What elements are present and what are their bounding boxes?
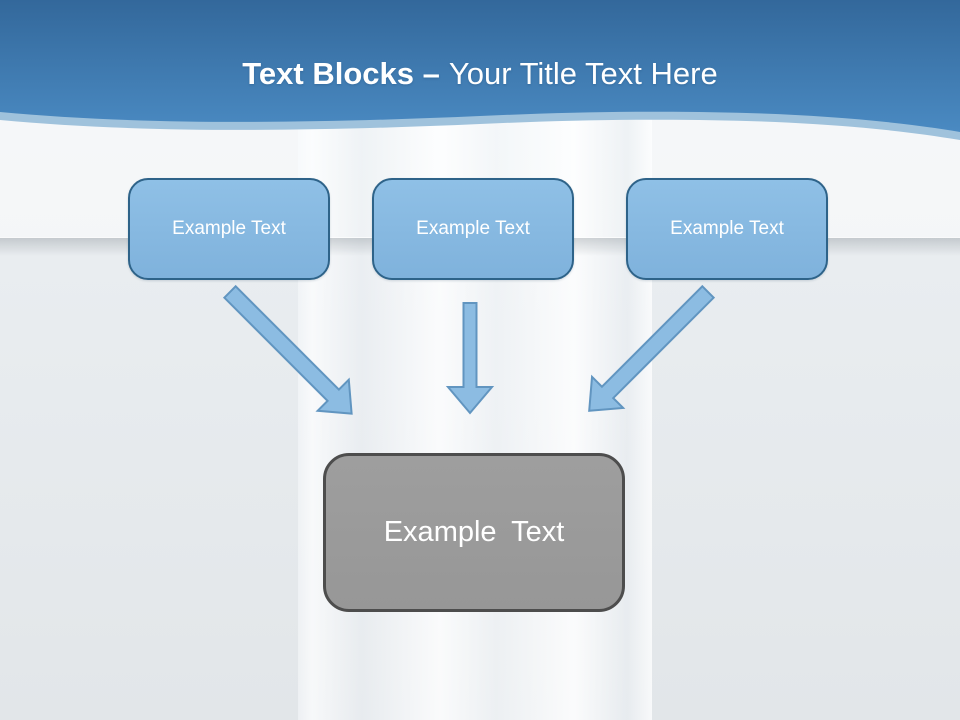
header-wave-main <box>0 0 960 132</box>
slide-title-light: Your Title Text Here <box>448 56 718 91</box>
source-box-2[interactable]: Example Text <box>372 178 574 280</box>
target-box-label: Example Text <box>383 516 565 548</box>
target-box[interactable]: Example Text <box>323 453 625 612</box>
slide-title-strong: Text Blocks – <box>242 56 440 91</box>
slide-title: Text Blocks –Your Title Text Here <box>0 54 960 94</box>
source-box-1-label: Example Text <box>172 218 286 239</box>
down-right-arrow-icon[interactable] <box>214 276 367 429</box>
down-arrow-icon[interactable] <box>445 302 495 415</box>
source-box-3-label: Example Text <box>670 218 784 239</box>
source-box-2-label: Example Text <box>416 218 530 239</box>
down-left-arrow-icon[interactable] <box>574 276 724 426</box>
source-box-1[interactable]: Example Text <box>128 178 330 280</box>
source-box-3[interactable]: Example Text <box>626 178 828 280</box>
header-wave <box>0 0 960 140</box>
